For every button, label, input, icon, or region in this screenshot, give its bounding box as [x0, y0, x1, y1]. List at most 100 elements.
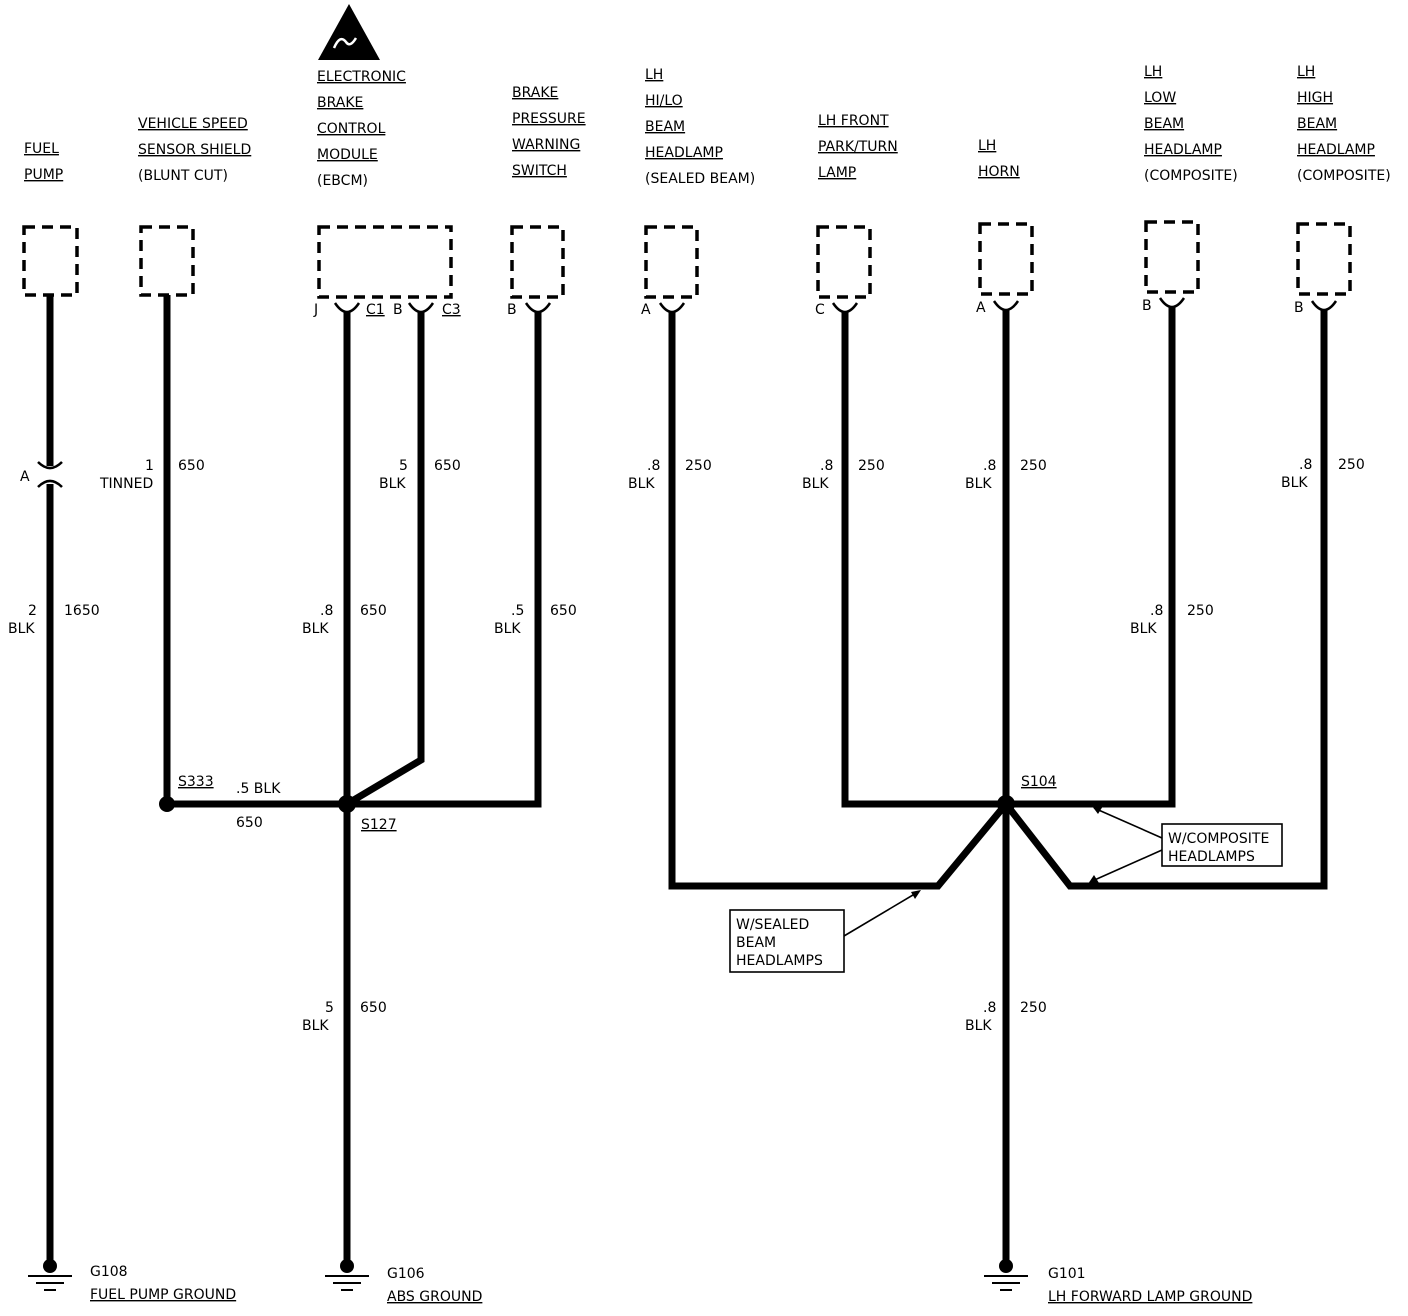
lh-low-beam-box — [1144, 220, 1200, 294]
abs-ground-wire-label: 5 BLK 650 — [302, 1000, 387, 1034]
svg-text:G108: G108 — [90, 1264, 128, 1280]
svg-text:BLK: BLK — [802, 476, 829, 492]
splice-s333-label: S333 — [178, 774, 214, 790]
svg-text:BLK: BLK — [628, 476, 655, 492]
svg-text:HEADLAMP: HEADLAMP — [645, 145, 723, 161]
high-beam-pin-b: B — [1294, 300, 1304, 316]
svg-text:HORN: HORN — [978, 164, 1020, 180]
svg-text:250: 250 — [1020, 458, 1047, 474]
ground-g108-label: G108 FUEL PUMP GROUND — [90, 1264, 236, 1303]
low-beam-wire-label: .8 BLK 250 — [1130, 603, 1214, 637]
park-wire-label: .8 BLK 250 — [802, 458, 885, 492]
splice-s104 — [997, 795, 1015, 813]
lh-high-beam-box — [1296, 222, 1352, 296]
svg-text:250: 250 — [1338, 457, 1365, 473]
svg-text:SWITCH: SWITCH — [512, 163, 567, 179]
vss-shield-wire — [163, 295, 347, 808]
svg-text:HEADLAMP: HEADLAMP — [1297, 142, 1375, 158]
svg-text:W/COMPOSITE: W/COMPOSITE — [1168, 831, 1269, 847]
svg-text:HEADLAMPS: HEADLAMPS — [1168, 849, 1255, 865]
hilo-pin-a: A — [641, 302, 651, 318]
sealed-beam-headlamps-note: W/SEALED BEAM HEADLAMPS — [729, 890, 921, 973]
svg-text:650: 650 — [178, 458, 205, 474]
svg-text:1: 1 — [145, 458, 154, 474]
svg-text:BLK: BLK — [8, 621, 35, 637]
svg-text:PARK/TURN: PARK/TURN — [818, 139, 898, 155]
horn-wire-label: .8 BLK 250 — [965, 458, 1047, 492]
svg-text:1650: 1650 — [64, 603, 100, 619]
svg-text:LH FORWARD LAMP GROUND: LH FORWARD LAMP GROUND — [1048, 1289, 1252, 1305]
splice-s333 — [159, 796, 175, 812]
svg-text:250: 250 — [858, 458, 885, 474]
svg-text:HEADLAMPS: HEADLAMPS — [736, 953, 823, 969]
brake-switch-wire — [347, 311, 542, 808]
lh-horn-box — [978, 222, 1034, 296]
lh-park-turn-lamp-box — [816, 225, 872, 299]
ebcm-j-wire-label: .8 BLK 650 — [302, 603, 387, 637]
svg-text:BLK: BLK — [302, 621, 329, 637]
ebcm-c3-wire-label: 5 BLK 650 — [379, 458, 461, 492]
brake-wire-label: .5 BLK 650 — [494, 603, 577, 637]
ebcm-pin-j: J — [313, 302, 318, 318]
svg-text:BLK: BLK — [965, 1018, 992, 1034]
splice-s127-label: S127 — [361, 817, 397, 833]
svg-text:HI/LO: HI/LO — [645, 93, 683, 109]
svg-text:5: 5 — [325, 1000, 334, 1016]
svg-text:650: 650 — [360, 603, 387, 619]
lh-low-beam-label: LH LOW BEAM HEADLAMP (COMPOSITE) — [1144, 64, 1238, 184]
svg-text:LH: LH — [645, 67, 663, 83]
lh-horn-label: LH HORN — [978, 138, 1020, 180]
svg-text:BEAM: BEAM — [736, 935, 776, 951]
svg-text:BLK: BLK — [1281, 475, 1308, 491]
svg-text:FUEL PUMP GROUND: FUEL PUMP GROUND — [90, 1287, 236, 1303]
inline-connector-a-label: A — [20, 469, 30, 485]
ground-symbol-icon — [984, 1259, 1028, 1291]
high-beam-wire — [1003, 309, 1328, 890]
svg-text:BRAKE: BRAKE — [512, 85, 558, 101]
horn-pin-a: A — [976, 300, 986, 316]
vss-shield-label: VEHICLE SPEED SENSOR SHIELD (BLUNT CUT) — [138, 116, 251, 184]
svg-text:BEAM: BEAM — [645, 119, 685, 135]
svg-text:.5: .5 — [511, 603, 524, 619]
brake-switch-box — [510, 225, 565, 299]
svg-text:W/SEALED: W/SEALED — [736, 917, 809, 933]
ebcm-box — [317, 225, 453, 299]
s333-s127-wire-label-top: .5 BLK — [236, 781, 281, 797]
svg-text:.8: .8 — [820, 458, 833, 474]
ground-g106-label: G106 ABS GROUND — [387, 1266, 482, 1305]
esd-warning-icon — [318, 4, 380, 60]
svg-text:650: 650 — [434, 458, 461, 474]
svg-text:(BLUNT CUT): (BLUNT CUT) — [138, 168, 228, 184]
svg-text:BLK: BLK — [494, 621, 521, 637]
svg-text:BLK: BLK — [379, 476, 406, 492]
svg-text:LH: LH — [1144, 64, 1162, 80]
svg-text:BLK: BLK — [302, 1018, 329, 1034]
fuel-pump-label: FUEL PUMP — [24, 141, 63, 183]
ebcm-connector-c1: C1 — [366, 302, 385, 318]
hilo-headlamp-wire — [668, 311, 1009, 890]
vss-wire-label: 1 TINNED 650 — [99, 458, 205, 492]
svg-text:G106: G106 — [387, 1266, 425, 1282]
svg-text:LH FRONT: LH FRONT — [818, 113, 889, 129]
park-pin-c: C — [815, 302, 825, 318]
svg-text:5: 5 — [399, 458, 408, 474]
svg-text:G101: G101 — [1048, 1266, 1086, 1282]
svg-text:BLK: BLK — [965, 476, 992, 492]
svg-text:LAMP: LAMP — [818, 165, 856, 181]
svg-text:.8: .8 — [1150, 603, 1163, 619]
lamp-ground-wire-label: .8 BLK 250 — [965, 1000, 1047, 1034]
svg-text:650: 650 — [360, 1000, 387, 1016]
splice-s104-label: S104 — [1021, 774, 1057, 790]
high-beam-wire-label: .8 BLK 250 — [1281, 457, 1365, 491]
svg-text:WARNING: WARNING — [512, 137, 580, 153]
svg-text:PRESSURE: PRESSURE — [512, 111, 586, 127]
ground-symbol-icon — [325, 1259, 369, 1291]
svg-text:FUEL: FUEL — [24, 141, 59, 157]
park-turn-wire — [841, 311, 1006, 808]
svg-text:250: 250 — [685, 458, 712, 474]
svg-text:(COMPOSITE): (COMPOSITE) — [1144, 168, 1238, 184]
svg-text:LH: LH — [1297, 64, 1315, 80]
ground-g101-label: G101 LH FORWARD LAMP GROUND — [1048, 1266, 1252, 1305]
svg-text:ELECTRONIC: ELECTRONIC — [317, 69, 406, 85]
ebcm-pin-b: B — [393, 302, 403, 318]
